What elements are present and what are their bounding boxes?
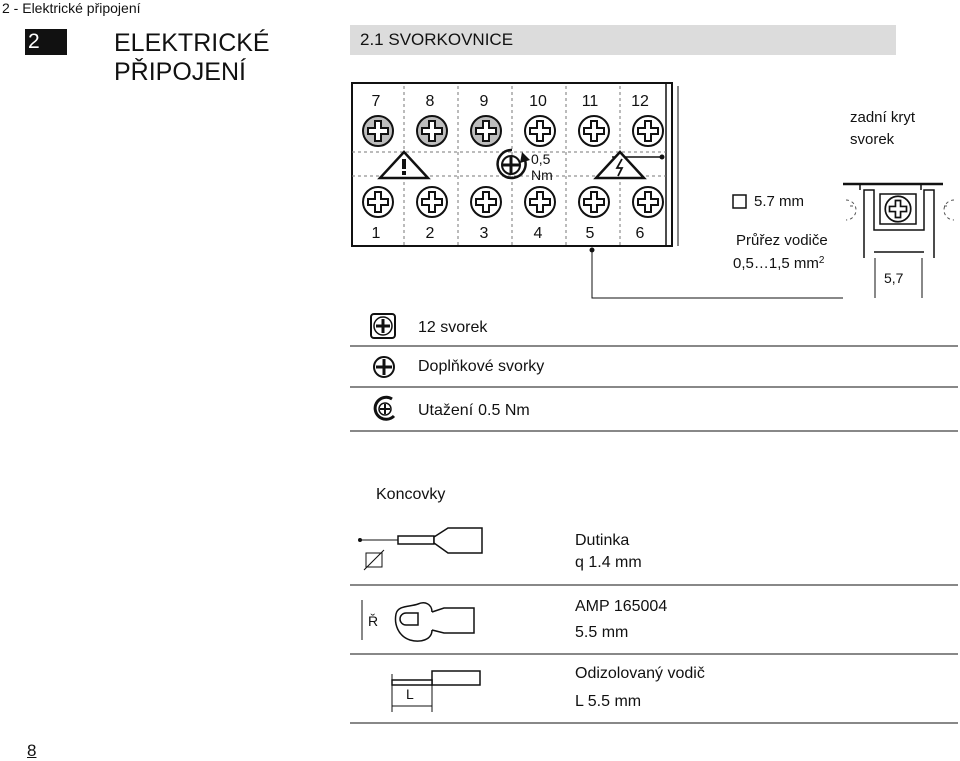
cross-section-number: 0,5…1,5 mm	[733, 255, 819, 272]
torque-value: 0,5	[531, 151, 551, 167]
cover-label-line2: svorek	[850, 131, 895, 148]
terminal-screw-4-icon	[524, 186, 556, 218]
legend-additional-text: Doplňkové svorky	[418, 358, 544, 375]
leader-line	[589, 247, 843, 299]
legend-torque-label: Utažení	[418, 402, 474, 419]
ferrule-name: Dutinka	[575, 532, 629, 549]
stripped-wire-icon	[391, 670, 481, 712]
fork-dim-symbol: Ř	[368, 613, 378, 629]
wire-dim-symbol: L	[406, 686, 414, 702]
terminal-number-9: 9	[480, 93, 489, 110]
square-symbol-icon	[732, 194, 747, 209]
terminal-screw-12-icon	[632, 115, 664, 147]
fork-terminal-icon	[361, 600, 475, 642]
cover-screw-icon	[884, 195, 912, 223]
terminal-number-11: 11	[582, 93, 599, 110]
chapter-title-line1: ELEKTRICKÉ	[114, 29, 270, 57]
wire-name: Odizolovaný vodič	[575, 665, 705, 682]
chapter-title-line2: PŘIPOJENÍ	[114, 58, 246, 86]
wire-spec: L 5.5 mm	[575, 693, 641, 710]
ferrule-spec: q 1.4 mm	[575, 554, 642, 571]
terminal-number-1: 1	[372, 225, 381, 242]
terminal-screw-10-icon	[524, 115, 556, 147]
warning-icon	[377, 150, 431, 180]
terminal-screw-icon	[370, 313, 396, 339]
terminal-number-6: 6	[636, 225, 645, 242]
terminal-screw-11-icon	[578, 115, 610, 147]
legend-torque-value: 0.5 Nm	[478, 402, 530, 419]
terminal-screw-8-icon	[416, 115, 448, 147]
terminal-number-12: 12	[631, 93, 649, 110]
terminal-number-3: 3	[480, 225, 489, 242]
section-bar: 2.1 SVORKOVNICE	[350, 25, 896, 55]
terminal-number-5: 5	[586, 225, 595, 242]
wire-size: 5.7 mm	[754, 193, 804, 210]
terminal-screw-6-icon	[632, 186, 664, 218]
high-voltage-icon	[593, 150, 647, 180]
cross-section-value: 0,5…1,5 mm2	[733, 255, 825, 272]
terminal-screw-3-icon	[470, 186, 502, 218]
terminal-number-7: 7	[372, 93, 381, 110]
terminal-number-8: 8	[426, 93, 435, 110]
legend-rules	[350, 345, 958, 432]
cover-label-line1: zadní kryt	[850, 109, 916, 126]
terminal-screw-2-icon	[416, 186, 448, 218]
ferrule-icon	[358, 527, 483, 571]
cross-section-label: Průřez vodiče	[736, 232, 828, 249]
terminal-number-10: 10	[529, 93, 547, 110]
terminal-number-4: 4	[534, 225, 543, 242]
terminal-screw-7-icon	[362, 115, 394, 147]
chapter-number: 2	[25, 29, 67, 55]
fork-name: AMP 165004	[575, 598, 667, 615]
section-title: 2.1 SVORKOVNICE	[360, 30, 514, 49]
terminations-title: Koncovky	[376, 486, 445, 503]
terminal-screw-1-icon	[362, 186, 394, 218]
torque-unit: Nm	[531, 167, 553, 183]
terminal-screw-5-icon	[578, 186, 610, 218]
running-head: 2 - Elektrické připojení	[2, 0, 141, 16]
page-number: 8	[27, 741, 37, 760]
additional-terminal-icon	[373, 356, 395, 378]
legend-terminals-text: 12 svorek	[418, 319, 488, 336]
tightening-torque-icon	[373, 395, 396, 421]
torque-icon	[496, 148, 530, 180]
terminal-number-2: 2	[426, 225, 435, 242]
terminal-screw-9-icon	[470, 115, 502, 147]
chapter-title: ELEKTRICKÉ PŘIPOJENÍ	[114, 29, 270, 87]
cover-dimension: 5,7	[884, 270, 904, 286]
fork-spec: 5.5 mm	[575, 624, 628, 641]
cross-section-exponent: 2	[819, 255, 825, 266]
